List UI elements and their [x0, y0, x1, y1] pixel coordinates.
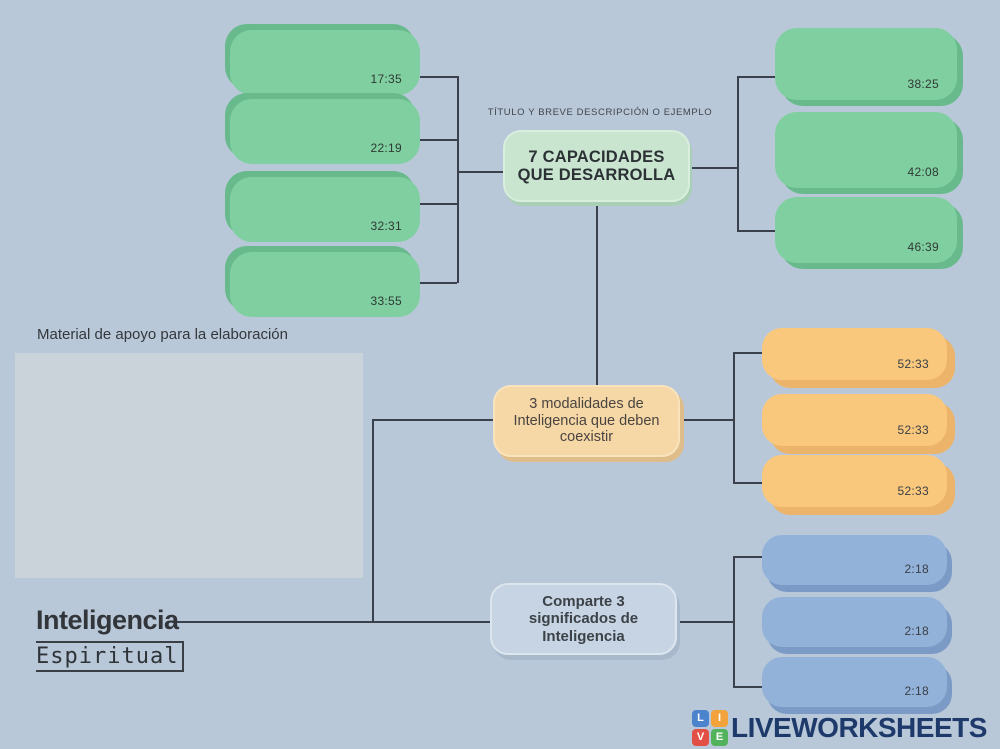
logo-letter-e: E	[711, 729, 728, 746]
connector-line	[733, 352, 762, 354]
timestamp: 42:08	[907, 165, 939, 179]
video-box-blue[interactable]: 2:18	[762, 535, 947, 585]
connector-line	[733, 556, 735, 687]
support-material-label: Material de apoyo para la elaboración	[37, 326, 288, 343]
connector-line	[596, 202, 598, 385]
connector-line	[733, 556, 762, 558]
connector-line	[737, 76, 739, 231]
video-box-green[interactable]: 22:19	[230, 99, 420, 164]
connector-line	[457, 171, 503, 173]
connector-line	[733, 482, 762, 484]
node-capacidades: 7 CAPACIDADES QUE DESARROLLA	[503, 130, 690, 202]
video-box-green[interactable]: 17:35	[230, 30, 420, 95]
connector-line	[420, 139, 457, 141]
node-label: Comparte 3 significados de Inteligencia	[528, 593, 639, 645]
node-modalidades: 3 modalidades de Inteligencia que deben …	[493, 385, 680, 457]
timestamp: 52:33	[897, 484, 929, 498]
timestamp: 2:18	[904, 684, 929, 698]
connector-line	[420, 282, 457, 284]
connector-line	[690, 167, 737, 169]
brand-name: LIVEWORKSHEETS	[731, 712, 987, 743]
connector-line	[420, 203, 457, 205]
video-box-orange[interactable]: 52:33	[762, 455, 947, 507]
node-caption: TÍTULO Y BREVE DESCRIPCIÓN O EJEMPLO	[487, 107, 713, 118]
logo-letter-v: V	[692, 729, 709, 746]
timestamp: 52:33	[897, 357, 929, 371]
video-box-green[interactable]: 33:55	[230, 252, 420, 317]
timestamp: 2:18	[904, 624, 929, 638]
video-box-green[interactable]: 46:39	[775, 197, 957, 263]
node-label: 7 CAPACIDADES QUE DESARROLLA	[517, 147, 676, 184]
liveworksheets-brand[interactable]: L I V E LIVEWORKSHEETS	[692, 708, 987, 748]
timestamp: 33:55	[370, 294, 402, 308]
timestamp: 52:33	[897, 423, 929, 437]
connector-line	[737, 230, 775, 232]
connector-line	[733, 352, 735, 483]
connector-line	[172, 621, 490, 623]
video-box-orange[interactable]: 52:33	[762, 394, 947, 446]
connector-line	[372, 419, 493, 421]
video-box-orange[interactable]: 52:33	[762, 328, 947, 380]
logo-letter-i: I	[711, 710, 728, 727]
connector-line	[733, 686, 762, 688]
timestamp: 38:25	[907, 77, 939, 91]
connector-line	[680, 419, 733, 421]
timestamp: 32:31	[370, 219, 402, 233]
timestamp: 2:18	[904, 562, 929, 576]
connector-line	[372, 419, 374, 622]
video-box-green[interactable]: 38:25	[775, 28, 957, 100]
node-significados: Comparte 3 significados de Inteligencia	[490, 583, 677, 655]
video-box-blue[interactable]: 2:18	[762, 597, 947, 647]
connector-line	[420, 76, 457, 78]
video-box-blue[interactable]: 2:18	[762, 657, 947, 707]
video-box-green[interactable]: 42:08	[775, 112, 957, 188]
timestamp: 17:35	[370, 72, 402, 86]
page-title-line2: Espiritual	[36, 641, 185, 672]
logo-letter-l: L	[692, 710, 709, 727]
connector-line	[677, 621, 733, 623]
timestamp: 46:39	[907, 240, 939, 254]
video-placeholder[interactable]	[15, 353, 363, 578]
connector-line	[457, 76, 459, 283]
video-box-green[interactable]: 32:31	[230, 177, 420, 242]
page-title-line1: Inteligencia	[36, 605, 179, 635]
timestamp: 22:19	[370, 141, 402, 155]
connector-line	[737, 76, 775, 78]
liveworksheets-logo-icon: L I V E	[692, 710, 728, 746]
node-label: 3 modalidades de Inteligencia que deben …	[513, 395, 660, 446]
